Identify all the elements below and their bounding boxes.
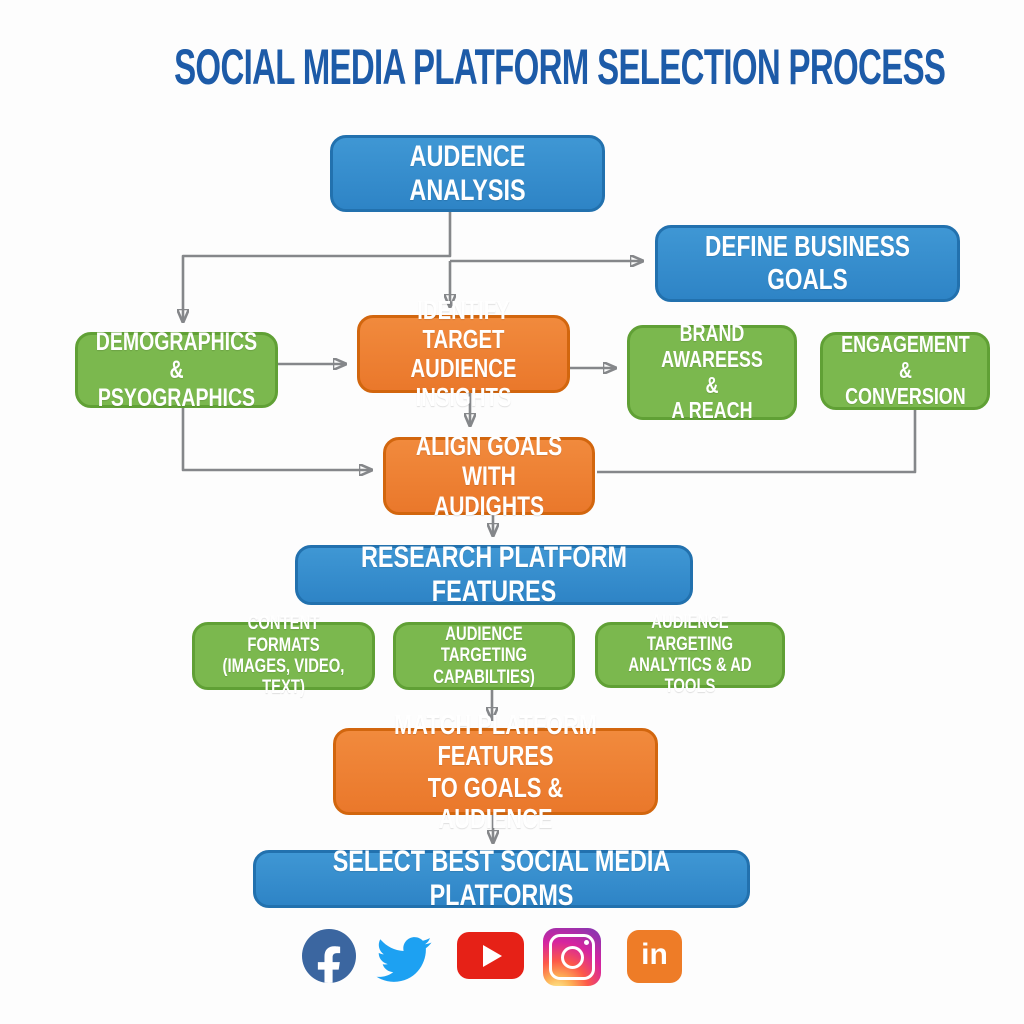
node-label: IDENTIFY TARGET AUDIENCE INSIGHTS — [410, 294, 517, 413]
node-audience-targeting-capabilities: AUDIENCE TARGETING CAPABILTIES) — [393, 622, 575, 690]
node-define-business-goals: DEFINE BUSINESS GOALS — [655, 225, 960, 302]
camera-lens — [560, 945, 584, 969]
node-label: DEMOGRAPHICS & PSYOGRAPHICS — [95, 328, 258, 412]
camera-flash-dot — [584, 940, 589, 945]
facebook-icon — [302, 929, 356, 983]
node-label: MATCH PLATFORM FEATURES TO GOALS & AUDIE… — [394, 708, 597, 834]
linkedin-glyph: in — [641, 938, 668, 971]
twitter-icon — [366, 932, 442, 992]
node-select-best-platforms: SELECT BEST SOCIAL MEDIA PLATFORMS — [253, 845, 750, 912]
page-title: SOCIAL MEDIA PLATFORM SELECTION PROCESS — [174, 39, 946, 95]
node-label: DEFINE BUSINESS GOALS — [705, 231, 910, 296]
node-audience-targeting-analytics: AUDIENCE TARGETING ANALYTICS & AD TOOLS — [595, 612, 785, 697]
node-label: AUDIENCE TARGETING ANALYTICS & AD TOOLS — [628, 612, 752, 698]
node-engagement-conversion: ENGAGEMENT & CONVERSION — [820, 331, 990, 410]
node-align-goals: ALIGN GOALS WITH AUDIGHTS — [383, 431, 595, 521]
node-label: ENGAGEMENT & CONVERSION — [840, 331, 970, 409]
node-label: RESEARCH PLATFORM FEATURES — [360, 541, 628, 608]
node-content-formats: CONTENT FORMATS (IMAGES, VIDEO, TEXT) — [192, 613, 375, 698]
linkedin-icon: in — [627, 930, 682, 983]
camera-frame — [549, 934, 595, 980]
node-label: CONTENT FORMATS (IMAGES, VIDEO, TEXT) — [222, 613, 345, 699]
node-audience-analysis: AUDENCE ANALYSIS — [330, 135, 605, 212]
play-icon — [483, 944, 502, 967]
instagram-icon — [543, 928, 601, 986]
youtube-icon — [457, 932, 524, 979]
node-research-platform-features: RESEARCH PLATFORM FEATURES — [295, 541, 693, 608]
node-label: ALIGN GOALS WITH AUDIGHTS — [415, 430, 563, 522]
connector-demographics-to-align — [181, 408, 370, 470]
connector-audience-to-demographics — [183, 212, 452, 320]
node-label: BRAND AWAREESS & A REACH — [661, 320, 763, 424]
node-label: SELECT BEST SOCIAL MEDIA PLATFORMS — [332, 845, 671, 912]
node-brand-awareness-reach: BRAND AWAREESS & A REACH — [627, 320, 797, 423]
node-demographics-psychographics: DEMOGRAPHICS & PSYOGRAPHICS — [75, 328, 278, 412]
node-label: AUDIENCE TARGETING CAPABILTIES) — [433, 624, 535, 688]
connector-engagement-to-align — [597, 410, 917, 474]
node-label: AUDENCE ANALYSIS — [409, 139, 526, 207]
node-identify-target-audience: IDENTIFY TARGET AUDIENCE INSIGHTS — [357, 295, 570, 412]
node-match-platform-features: MATCH PLATFORM FEATURES TO GOALS & AUDIE… — [333, 709, 658, 834]
